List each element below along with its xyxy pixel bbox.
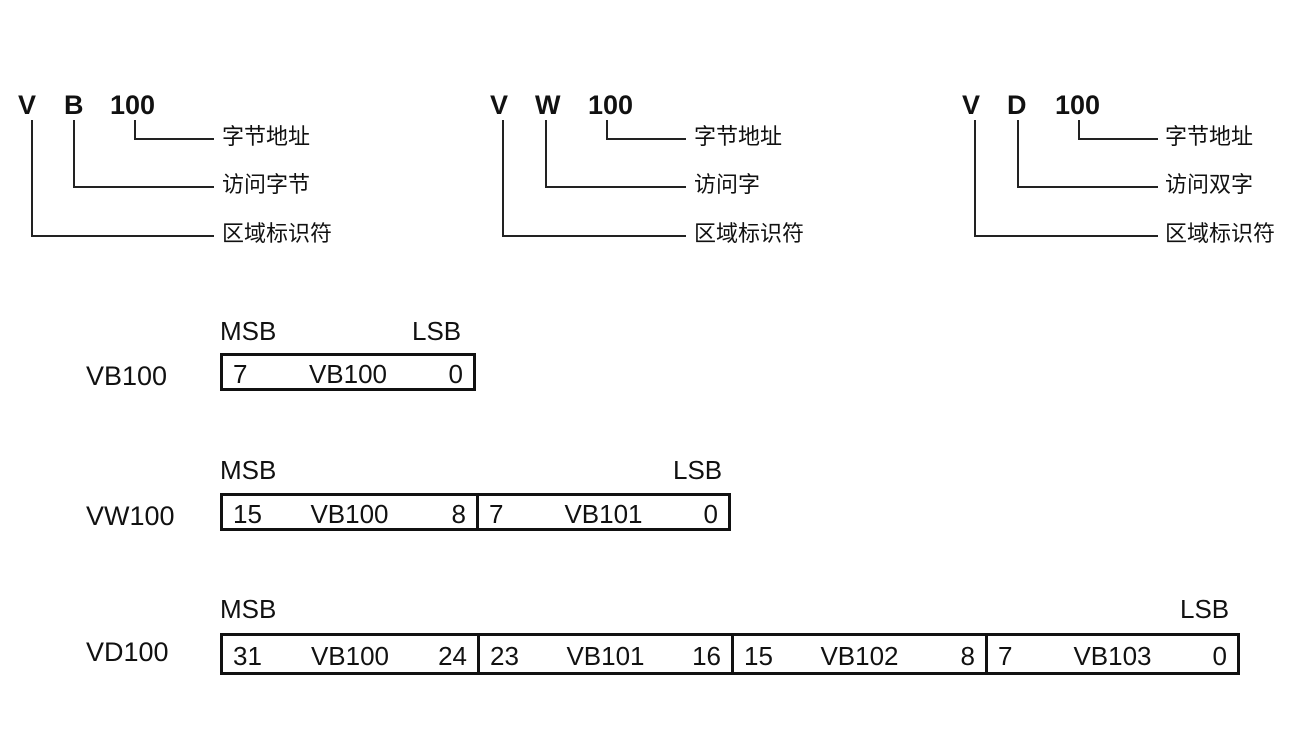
connector-size-h [1017, 186, 1158, 188]
label-access: 访问字 [694, 173, 761, 198]
msb-label: MSB [220, 316, 277, 346]
msb-label: MSB [220, 594, 277, 624]
connector-size [545, 120, 547, 188]
lsb-label: LSB [412, 316, 462, 346]
lsb-label: LSB [1180, 594, 1230, 624]
byte-name: VB103 [1073, 641, 1152, 671]
connector-byte [606, 120, 608, 139]
connector-byte-h [606, 138, 686, 140]
connector-area [31, 120, 33, 237]
label-area-id: 区域标识符 [694, 222, 805, 247]
byte-cell: 15 VB100 8 [223, 496, 476, 528]
bit-high: 15 [744, 641, 773, 671]
bit-high: 7 [233, 359, 248, 389]
register-box: 31 VB100 24 23 VB101 16 15 VB102 8 7 VB1… [220, 633, 1240, 675]
label-access: 访问双字 [1165, 173, 1254, 198]
byte-name: VB102 [820, 641, 899, 671]
area-letter: V [490, 90, 509, 120]
label-byte-address: 字节地址 [222, 125, 311, 150]
byte-cell: 7 VB100 0 [223, 356, 473, 388]
connector-byte [1078, 120, 1080, 139]
label-area-id: 区域标识符 [222, 222, 333, 247]
area-letter: V [962, 90, 981, 120]
connector-area-h [502, 235, 686, 237]
bit-high: 7 [998, 641, 1013, 671]
byte-cell: 7 VB103 0 [985, 636, 1237, 672]
label-byte-address: 字节地址 [1165, 125, 1254, 150]
label-area-id: 区域标识符 [1165, 222, 1276, 247]
byte-cell: 15 VB102 8 [731, 636, 985, 672]
bit-high: 7 [489, 499, 504, 529]
register-label: VD100 [86, 637, 169, 667]
connector-size-h [545, 186, 686, 188]
msb-label: MSB [220, 455, 277, 485]
register-label: VW100 [86, 501, 175, 531]
connector-size [1017, 120, 1019, 188]
connector-area [502, 120, 504, 237]
connector-byte-h [1078, 138, 1158, 140]
byte-cell: 31 VB100 24 [223, 636, 477, 672]
byte-name: VB101 [566, 641, 645, 671]
lsb-label: LSB [673, 455, 723, 485]
label-access: 访问字节 [222, 173, 311, 198]
bit-low: 0 [1212, 641, 1227, 671]
byte-number: 100 [588, 90, 634, 120]
byte-cell: 23 VB101 16 [477, 636, 731, 672]
bit-low: 0 [703, 499, 718, 529]
bit-low: 8 [451, 499, 466, 529]
register-box: 7 VB100 0 [220, 353, 476, 391]
size-letter: D [1007, 90, 1027, 120]
byte-name: VB100 [310, 499, 389, 529]
connector-byte-h [134, 138, 214, 140]
connector-area-h [974, 235, 1158, 237]
register-box: 15 VB100 8 7 VB101 0 [220, 493, 731, 531]
bit-high: 31 [233, 641, 262, 671]
bit-high: 23 [490, 641, 519, 671]
connector-byte [134, 120, 136, 139]
bit-low: 8 [960, 641, 975, 671]
byte-name: VB100 [308, 359, 388, 389]
size-letter: W [535, 90, 561, 120]
byte-name: VB101 [564, 499, 643, 529]
connector-size [73, 120, 75, 188]
bit-low: 24 [438, 641, 467, 671]
size-letter: B [64, 90, 84, 120]
bit-low: 16 [692, 641, 721, 671]
area-letter: V [18, 90, 37, 120]
bit-low: 0 [448, 359, 463, 389]
byte-cell: 7 VB101 0 [476, 496, 728, 528]
bit-high: 15 [233, 499, 262, 529]
byte-number: 100 [110, 90, 156, 120]
connector-size-h [73, 186, 214, 188]
byte-number: 100 [1055, 90, 1101, 120]
register-label: VB100 [86, 361, 168, 391]
connector-area [974, 120, 976, 237]
connector-area-h [31, 235, 214, 237]
byte-name: VB100 [310, 641, 390, 671]
label-byte-address: 字节地址 [694, 125, 783, 150]
